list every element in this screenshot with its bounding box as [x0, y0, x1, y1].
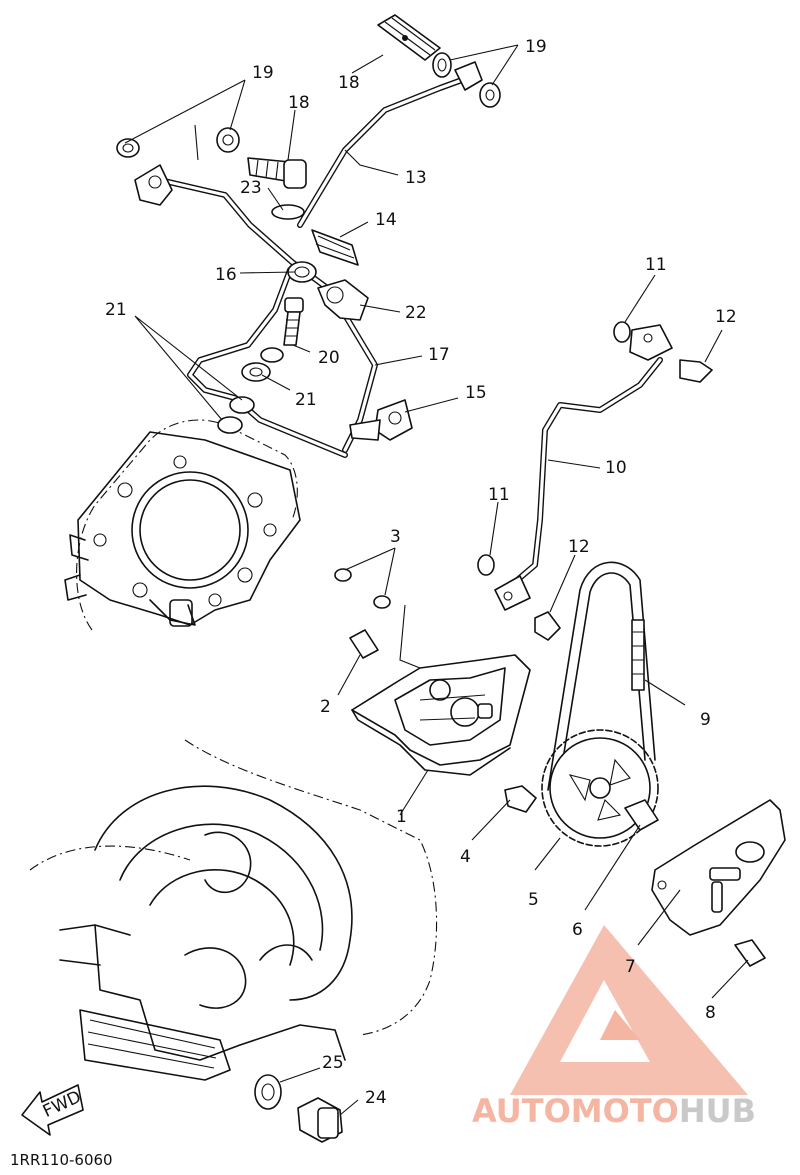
bracket-15 [349, 399, 413, 441]
callout-10: 10 [605, 458, 627, 478]
watermark-text: AUTOMOTOHUB [472, 1092, 756, 1130]
callout-8: 8 [705, 1003, 716, 1023]
o-ring-3 [334, 568, 391, 609]
callout-24: 24 [365, 1088, 387, 1108]
leader-lines [124, 44, 749, 1116]
callout-12-upper: 12 [715, 307, 737, 327]
pipe-fitting-left [134, 164, 173, 206]
callout-22: 22 [405, 303, 427, 323]
callout-19-left: 19 [252, 63, 274, 83]
watermark-moto: MOTO [571, 1092, 679, 1130]
dowel-pin-2 [349, 629, 379, 659]
oil-pipe-17 [187, 267, 348, 458]
callout-21-left: 21 [105, 300, 127, 320]
forward-arrow: FWD [21, 1084, 84, 1136]
callout-11-upper: 11 [645, 255, 667, 275]
union-bolt-18-upper [377, 14, 441, 61]
callout-17: 17 [428, 345, 450, 365]
watermark-logo [510, 925, 748, 1095]
diagram-code: 1RR110-6060 [10, 1151, 113, 1169]
callout-4: 4 [460, 847, 471, 867]
bracket-22 [317, 279, 369, 321]
callout-5: 5 [528, 890, 539, 910]
bolt-4 [504, 785, 537, 813]
callout-21-lower: 21 [295, 390, 317, 410]
drive-chain-9 [547, 561, 656, 791]
callout-11-lower: 11 [488, 485, 510, 505]
callout-20: 20 [318, 348, 340, 368]
washer-25 [254, 1074, 282, 1110]
callout-15: 15 [465, 383, 487, 403]
drain-bolt-24 [297, 1097, 343, 1143]
callout-23: 23 [240, 178, 262, 198]
callout-3: 3 [390, 527, 401, 547]
callout-25: 25 [322, 1053, 344, 1073]
washer-21 [217, 347, 284, 434]
oil-pump-1 [351, 654, 531, 776]
sprocket-5 [541, 729, 659, 847]
bolt-12 [534, 359, 713, 641]
callout-2: 2 [320, 697, 331, 717]
washer-19-upper [432, 52, 501, 108]
callout-9: 9 [700, 710, 711, 730]
callout-7: 7 [625, 957, 636, 977]
callout-18-left: 18 [288, 93, 310, 113]
callout-19-upper: 19 [525, 37, 547, 57]
callout-18-upper: 18 [338, 73, 360, 93]
watermark-auto: AUTO [472, 1092, 571, 1130]
o-ring-11 [477, 321, 631, 576]
cylinder-head-outline [64, 419, 301, 631]
washer-19-left [116, 127, 240, 158]
gasket-23 [271, 204, 305, 220]
callout-labels: 19 19 18 18 13 23 14 16 22 21 20 17 21 1… [105, 37, 737, 1108]
bolt-6 [624, 799, 659, 831]
bolt-20 [283, 297, 304, 346]
oil-pipe-10 [494, 324, 673, 611]
bolt-8 [734, 939, 766, 967]
union-bolt-18-left [247, 157, 307, 189]
crankcase-outline [29, 739, 438, 1081]
watermark-hub: HUB [679, 1092, 756, 1130]
callout-1: 1 [396, 807, 407, 827]
clamp-14 [311, 229, 359, 266]
callout-16: 16 [215, 265, 237, 285]
sprocket-cover-7 [651, 799, 786, 936]
callout-13: 13 [405, 168, 427, 188]
callout-14: 14 [375, 210, 397, 230]
callout-6: 6 [572, 920, 583, 940]
callout-12-lower: 12 [568, 537, 590, 557]
